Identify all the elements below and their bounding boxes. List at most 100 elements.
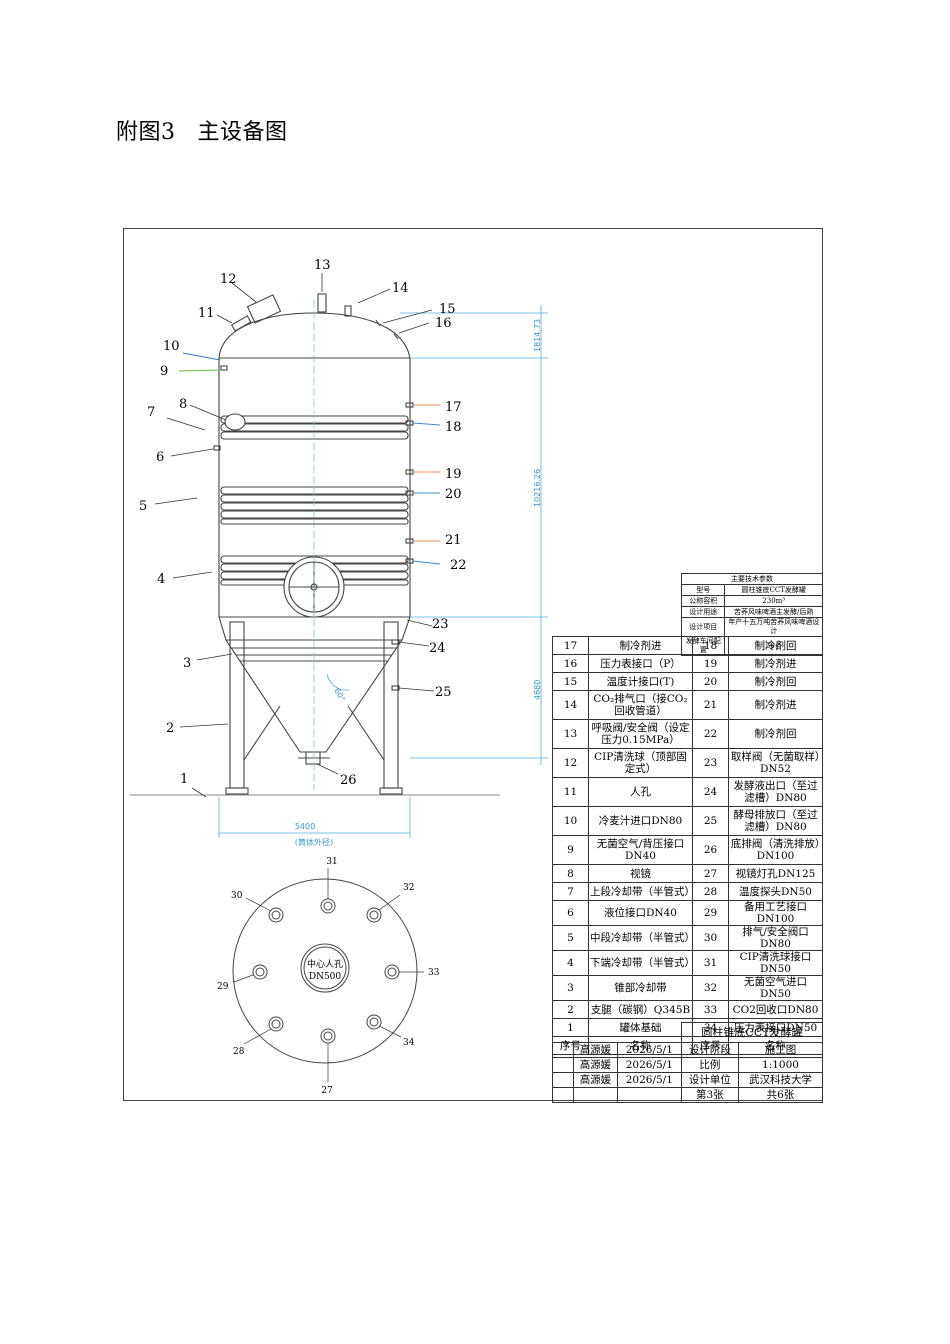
part-name: 无菌空气/背压接口DN40 (588, 835, 693, 865)
sheet-total: 共6张 (737, 1087, 824, 1103)
dim-top: 1814.73 (533, 319, 542, 352)
sheet-number: 第3张 (680, 1087, 739, 1103)
plan-center-size: DN500 (309, 972, 342, 982)
leg-left (229, 621, 245, 789)
callout-3: 3 (183, 656, 191, 671)
tech-params-title: 主要技术参数 (681, 573, 823, 585)
callout-12: 12 (220, 272, 237, 287)
part-no: 14 (552, 690, 589, 720)
port-30 (268, 907, 284, 923)
sign-value: 1:1000 (737, 1057, 824, 1073)
cooling-band-middle (220, 486, 409, 525)
plan-port-33-label: 33 (428, 968, 440, 978)
tech-label: 型号 (680, 584, 726, 596)
part-name: 无菌空气进口DN50 (728, 975, 823, 1001)
callout-10: 10 (163, 339, 180, 354)
part-no: 18 (692, 636, 729, 655)
callout-17: 17 (445, 400, 462, 415)
part-no: 27 (692, 864, 729, 883)
part-name: CIP清洗球（顶部固定式） (588, 748, 693, 778)
dim-diameter-note: (筒体外径) (295, 837, 333, 847)
designer: 高源媛 (573, 1042, 618, 1058)
part-name: 视镜 (588, 864, 693, 883)
drawing-title: 圆柱锥底CCT发酵罐 (681, 1022, 823, 1042)
part-name: 上段冷却带（半管式） (588, 882, 695, 901)
part-name: 温度计接口(T) (588, 672, 693, 691)
callout-6: 6 (156, 450, 164, 465)
sign-label: 比例 (680, 1057, 739, 1073)
dim-diameter: 5400 (295, 822, 315, 831)
part-name: 制冷剂回 (728, 672, 823, 691)
plan-center-label: 中心人孔 (307, 958, 343, 970)
part-no: 17 (552, 636, 589, 655)
callout-24: 24 (429, 641, 446, 656)
dim-body: 10216.26 (533, 469, 542, 507)
sight-glass (224, 413, 246, 431)
sign-value: 武汉科技大学 (737, 1072, 824, 1088)
dim-angle: 60° (332, 687, 347, 704)
port-31 (320, 898, 336, 914)
tech-value: 苦荞风味啤酒主发酵/后熟 (724, 606, 823, 618)
part-no: 11 (552, 777, 589, 807)
part-name: 液位接口DN40 (588, 900, 693, 926)
sign-label: 设计单位 (680, 1072, 739, 1088)
callout-26: 26 (340, 773, 357, 788)
part-no: 29 (692, 900, 729, 926)
callout-1: 1 (180, 772, 188, 787)
callout-16: 16 (435, 316, 452, 331)
figure-title: 主设备图 (197, 120, 288, 145)
tech-value: 年产十五万吨苦荞风味啤酒设计 (724, 617, 823, 637)
part-name: 制冷剂进 (728, 654, 823, 673)
plan-port-31-label: 31 (326, 857, 337, 867)
part-name: CO₂排气口（接CO₂回收管道） (588, 690, 693, 720)
callout-22: 22 (450, 558, 467, 573)
plan-view-outer (232, 878, 418, 1064)
callout-14: 14 (392, 281, 409, 296)
part-no: 13 (552, 719, 589, 749)
part-name: 排气/安全阀口DN80 (728, 925, 823, 951)
port-32 (366, 907, 382, 923)
part-name: 制冷剂回 (728, 636, 823, 655)
part-name: CIP清洗球接口DN50 (728, 950, 823, 976)
plan-port-29-label: 29 (217, 982, 229, 992)
port-29 (252, 964, 268, 980)
part-name: 制冷剂进 (588, 636, 693, 655)
part-name: 压力表接口（P） (588, 654, 693, 673)
plan-port-34-label: 34 (403, 1038, 415, 1048)
part-no: 25 (692, 806, 729, 836)
part-no: 26 (692, 835, 729, 865)
tech-label: 设计用途 (680, 606, 726, 618)
tank-dome (218, 312, 411, 359)
plan-port-30-label: 30 (231, 891, 243, 901)
callout-25: 25 (435, 685, 452, 700)
part-name: CO2回收口DN80 (728, 1000, 823, 1019)
part-no: 32 (692, 975, 729, 1001)
part-no: 28 (692, 882, 729, 901)
plan-port-28-label: 28 (233, 1047, 245, 1057)
callout-5: 5 (139, 499, 147, 514)
part-no: 23 (692, 748, 729, 778)
part-name: 底排阀（清洗排放）DN100 (728, 835, 823, 865)
callout-23: 23 (432, 617, 449, 632)
part-no: 9 (552, 835, 589, 865)
part-no: 5 (552, 925, 589, 951)
designer: 高源媛 (573, 1072, 618, 1088)
callout-20: 20 (445, 487, 462, 502)
tech-label: 设计项目 (680, 617, 726, 637)
tech-value: 230m³ (724, 595, 823, 607)
part-no: 10 (552, 806, 589, 836)
part-no: 3 (552, 975, 589, 1001)
part-no: 30 (692, 925, 729, 951)
callout-19: 19 (445, 467, 462, 482)
callout-11: 11 (198, 306, 215, 321)
part-name: 中段冷却带（半管式） (588, 925, 695, 951)
part-name: 视镜灯孔DN125 (728, 864, 823, 883)
port-33 (384, 964, 400, 980)
part-name: 人孔 (588, 777, 693, 807)
part-name: 支腿（碳钢）Q345B (588, 1000, 693, 1019)
cooling-band-upper (220, 415, 409, 440)
leg-right (383, 621, 399, 789)
part-no: 7 (552, 882, 589, 901)
